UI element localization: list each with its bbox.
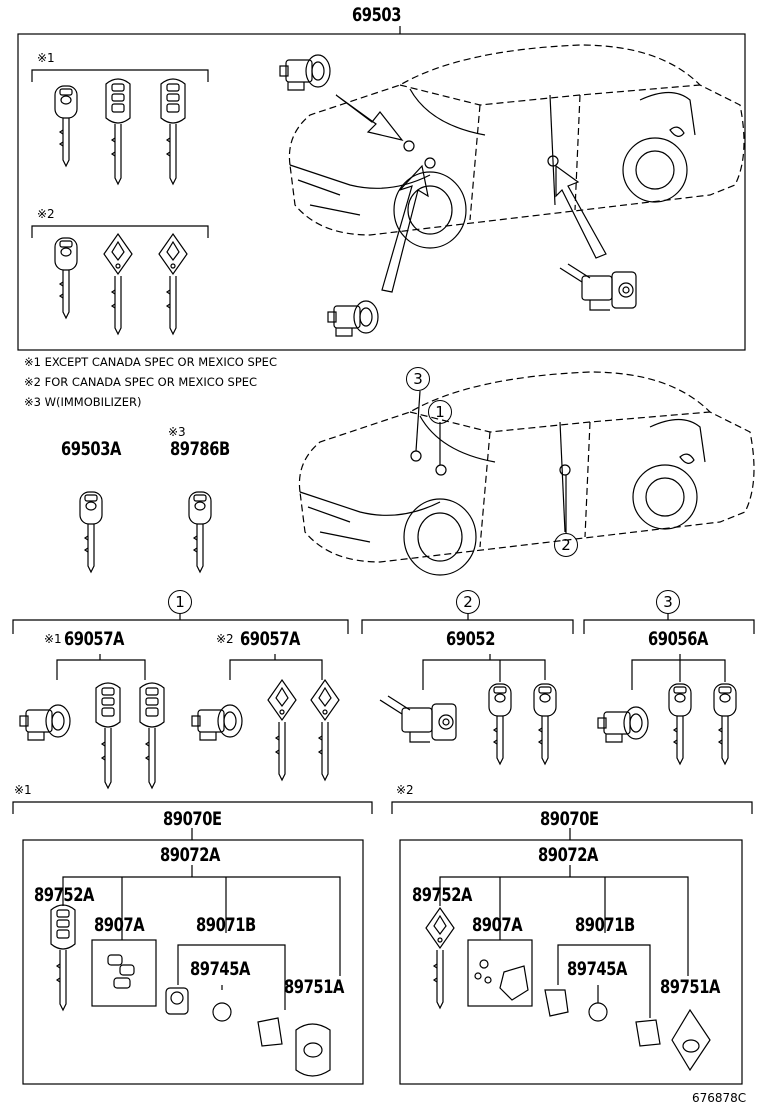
note-3: ※3 W(IMMOBILIZER)	[24, 395, 142, 409]
part-number-69057A-2: 69057A	[240, 628, 300, 650]
immobilizer-mark: ※3	[168, 425, 186, 439]
part-number-89751A-left: 89751A	[284, 976, 344, 998]
diagram-code: 676878C	[692, 1091, 747, 1105]
part-number-89752A-left: 89752A	[34, 884, 94, 906]
part-number-89745A-right: 89745A	[567, 958, 627, 980]
top-assembly-frame	[17, 33, 746, 351]
note-1: ※1 EXCEPT CANADA SPEC OR MEXICO SPEC	[24, 355, 277, 369]
callout-2-set: 2	[456, 590, 480, 614]
part-number-89072A-left: 89072A	[160, 844, 220, 866]
part-number-69052: 69052	[446, 628, 495, 650]
part-number-89745A-left: 89745A	[190, 958, 250, 980]
part-number-69056A: 69056A	[648, 628, 708, 650]
car-top	[288, 44, 745, 249]
part-number-89752A-right: 89752A	[412, 884, 472, 906]
part-number-69057A-1: 69057A	[64, 628, 124, 650]
part-number-89072A-right: 89072A	[538, 844, 598, 866]
part-number-89786B: 89786B	[170, 438, 230, 460]
callout-1-car: 1	[428, 400, 452, 424]
part-number-89071B-right: 89071B	[575, 914, 635, 936]
arrow-1	[335, 94, 404, 141]
part-number-69503: 69503	[352, 4, 401, 26]
bracket-group1	[31, 69, 209, 82]
part-number-89751A-right: 89751A	[660, 976, 720, 998]
transmitter-left-mark: ※1	[14, 783, 32, 797]
callout-3-set: 3	[656, 590, 680, 614]
part-number-89070E-left: 89070E	[163, 808, 222, 830]
set1-mark2: ※2	[216, 632, 234, 646]
group2-mark: ※2	[37, 207, 55, 221]
callout-3-car: 3	[406, 367, 430, 391]
callout-2-car: 2	[554, 533, 578, 557]
note-2: ※2 FOR CANADA SPEC OR MEXICO SPEC	[24, 375, 258, 389]
part-number-89070E-right: 89070E	[540, 808, 599, 830]
part-number-8907A-left: 8907A	[94, 914, 145, 936]
part-number-8907A-right: 8907A	[472, 914, 523, 936]
car-middle	[298, 371, 755, 576]
part-number-89071B-left: 89071B	[196, 914, 256, 936]
callout-1-set: 1	[168, 590, 192, 614]
arrow-2	[381, 164, 429, 293]
transmitter-right-mark: ※2	[396, 783, 414, 797]
bracket-group2	[31, 225, 209, 238]
part-number-69503A: 69503A	[61, 438, 121, 460]
arrow-3	[555, 164, 607, 259]
set1-mark1: ※1	[44, 632, 62, 646]
group1-mark: ※1	[37, 51, 55, 65]
